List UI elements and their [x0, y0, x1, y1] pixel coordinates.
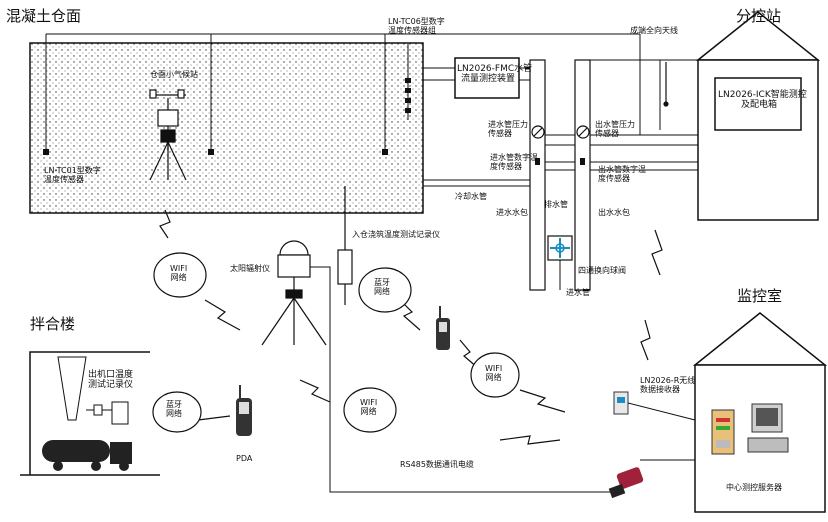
- mixing-building-title: 拌合楼: [30, 315, 76, 333]
- outlet-temp-sensor-block: [580, 158, 585, 165]
- monitor-room-title: 监控室: [737, 287, 783, 305]
- receiver-label: LN2026-R无线 数据接收器: [640, 376, 696, 395]
- bluetooth-cloud-2: [152, 391, 202, 433]
- outlet-pressure-label: 出水管压力 传感器: [595, 120, 635, 139]
- antenna-icon: [663, 62, 669, 107]
- sensor-group-label: LN-TC06型数字 温度传感器组: [388, 17, 445, 36]
- hopper: [57, 356, 87, 421]
- thermometer-probe-label: 入仓浇筑温度测试记录仪: [352, 230, 440, 239]
- valve-label: 四通换向球阀: [578, 266, 626, 275]
- drain-pipe-label: 排水管: [544, 200, 568, 209]
- embedded-sensors: [43, 78, 411, 155]
- wifi-cloud-2: [343, 387, 397, 433]
- server-label: 中心测控服务器: [726, 483, 782, 492]
- four-way-valve: [547, 235, 573, 261]
- probe-icon: [86, 404, 112, 416]
- rs485-cable: [310, 266, 612, 493]
- outlet-recorder-box: [111, 401, 129, 425]
- concrete-surface-area: [29, 42, 424, 214]
- embedded-sensor-label: LN-TC01型数字 温度传感器: [44, 166, 101, 185]
- pda-label: PDA: [236, 454, 253, 463]
- outlet-bag-label: 出水水包: [598, 208, 630, 217]
- bluetooth-label-1: 蓝牙 网络: [374, 278, 390, 297]
- inlet-pipe-label: 进水管: [566, 288, 590, 297]
- thermometer-probe: [337, 186, 353, 305]
- pressure-gauges: [531, 125, 590, 139]
- concrete-surface-title: 混凝土仓面: [6, 7, 82, 25]
- cooling-pipe-label: 冷却水管: [455, 192, 487, 201]
- pipe-lines: [423, 34, 700, 187]
- handset-icon: [236, 385, 252, 436]
- handset-icon-2: [436, 306, 450, 350]
- wireless-links: [159, 209, 663, 445]
- wifi-label-1: WIFI 网络: [170, 264, 188, 283]
- wifi-label-2: WIFI 网络: [360, 398, 378, 417]
- solar-meter-label: 太阳辐射仪: [230, 264, 270, 273]
- inlet-temp-label: 进水管数字温 度传感器: [490, 153, 538, 172]
- fmc-device-box: [454, 57, 520, 99]
- ick-box: [714, 77, 802, 131]
- usb-plug-icon: [608, 467, 644, 499]
- machine-outlet-recorder-label: 出机口温度 测试记录仪: [88, 370, 134, 391]
- wifi-cloud-1: [153, 252, 207, 298]
- computer-icon: [747, 403, 789, 453]
- antenna-label: 成端全向天线: [630, 26, 678, 35]
- inlet-pressure-label: 进水管压力 传感器: [488, 120, 528, 139]
- weather-station-label: 仓面小气候站: [150, 70, 198, 79]
- inlet-temp-sensor-block: [535, 158, 540, 165]
- bluetooth-label-2: 蓝牙 网络: [166, 400, 182, 419]
- wireless-receiver-icon: [613, 391, 629, 415]
- server-icon: [711, 409, 735, 455]
- rs485-label: RS485数据通讯电缆: [400, 460, 474, 469]
- weather-station-icon: [149, 89, 187, 181]
- sub-control-title: 分控站: [736, 7, 782, 25]
- wifi-cloud-3: [470, 352, 520, 398]
- water-bag-columns: [529, 59, 591, 291]
- ick-box-label: LN2026-ICK智能测控 及配电箱: [718, 90, 807, 111]
- truck-icon: [42, 440, 132, 471]
- wifi-label-3: WIFI 网络: [485, 364, 503, 383]
- fmc-device-label: LN2026-FMC水管 流量测控装置: [457, 64, 533, 85]
- solar-meter-icon: [261, 240, 327, 346]
- bluetooth-cloud-1: [358, 267, 412, 313]
- outlet-temp-label: 出水管数字温 度传感器: [598, 165, 646, 184]
- mixing-building: [20, 351, 160, 476]
- inlet-bag-label: 进水水包: [496, 208, 528, 217]
